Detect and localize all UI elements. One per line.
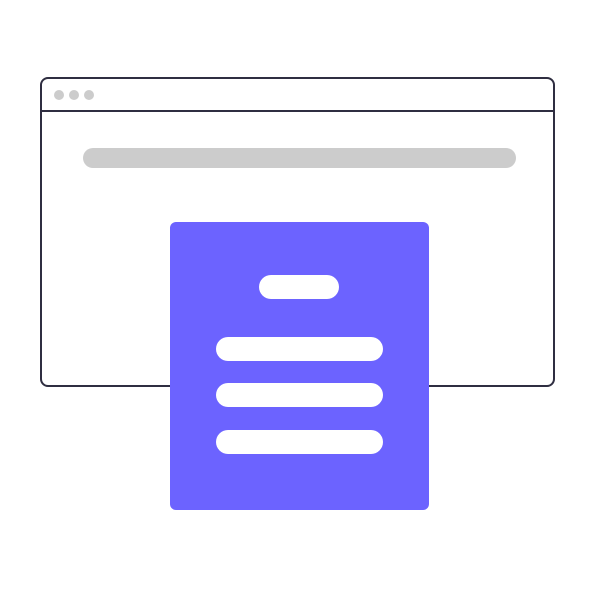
window-dot-icon <box>54 90 64 100</box>
address-bar-placeholder <box>83 148 516 168</box>
document-text-line-placeholder <box>216 337 383 361</box>
document-text-line-placeholder <box>216 383 383 407</box>
browser-title-bar <box>42 79 553 112</box>
window-dot-icon <box>84 90 94 100</box>
document-card <box>170 222 429 510</box>
document-heading-placeholder <box>259 275 339 299</box>
document-text-line-placeholder <box>216 430 383 454</box>
window-dot-icon <box>69 90 79 100</box>
